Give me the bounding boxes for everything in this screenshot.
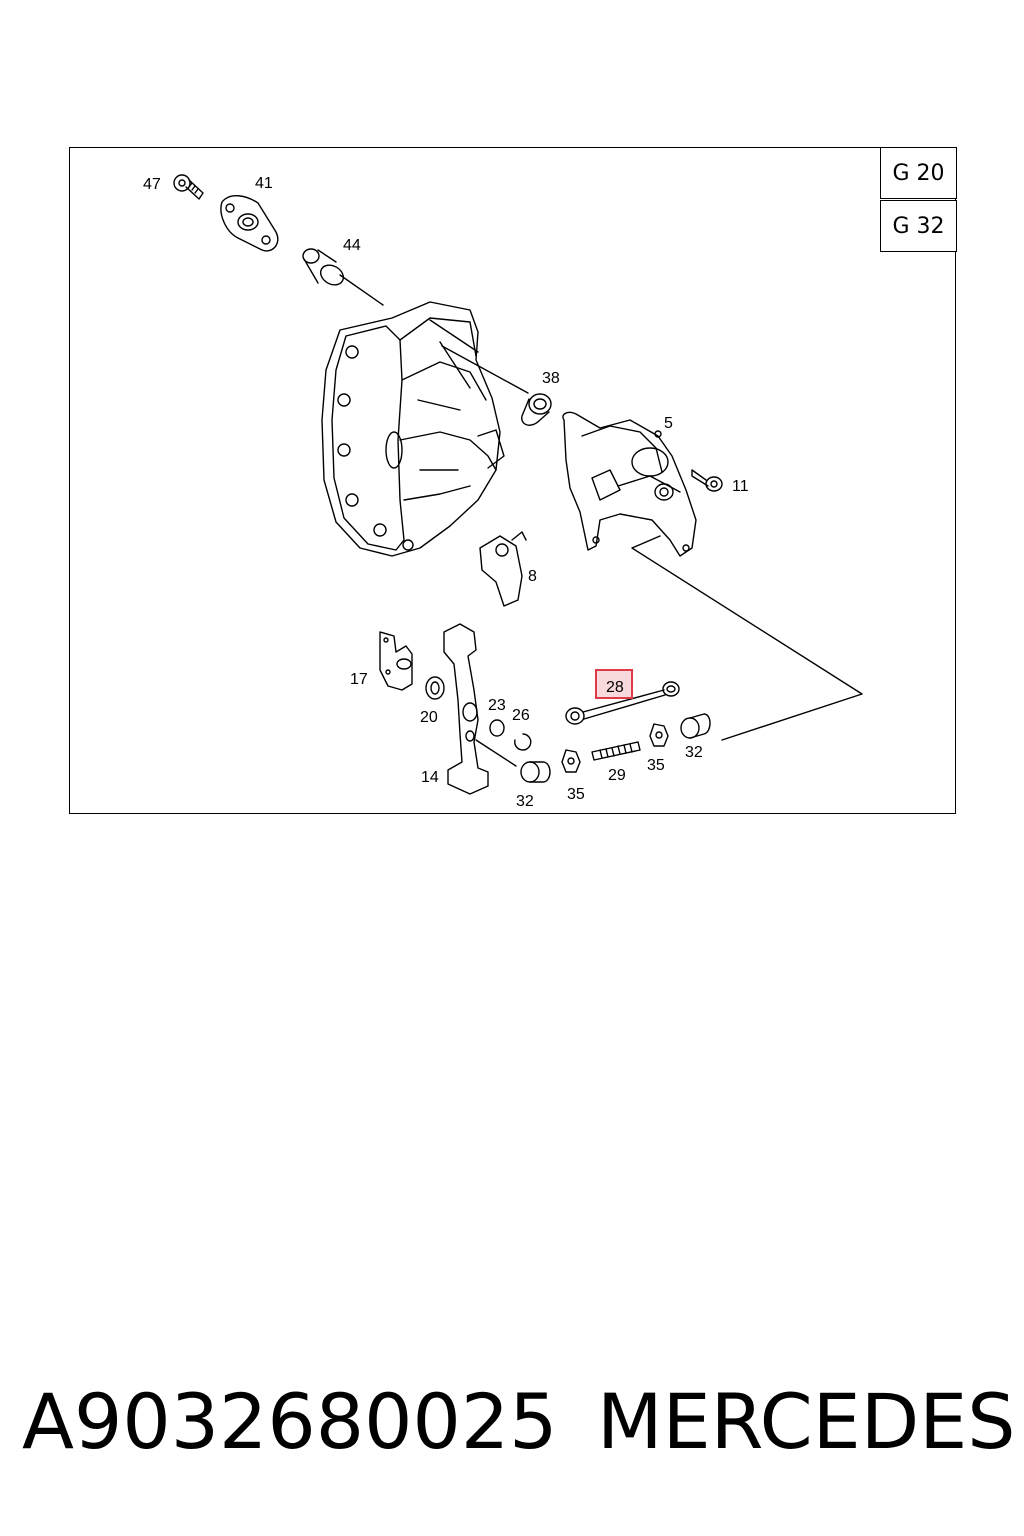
group-code-g20: G 20 bbox=[880, 147, 957, 199]
part-number: A9032680025 bbox=[22, 1377, 558, 1466]
part-26-clip-icon bbox=[514, 733, 532, 751]
part-20-washer-icon bbox=[425, 676, 445, 700]
part-41-flange-icon bbox=[220, 195, 279, 252]
diagram-frame bbox=[69, 147, 956, 814]
part-14-lever-icon bbox=[443, 623, 517, 795]
part-47-bolt-icon bbox=[173, 174, 204, 200]
callout-5[interactable]: 5 bbox=[664, 415, 673, 432]
part-38-bushing-icon bbox=[521, 393, 552, 426]
callout-41[interactable]: 41 bbox=[255, 175, 273, 192]
callout-32[interactable]: 32 bbox=[516, 793, 534, 810]
group-code-g32: G 32 bbox=[880, 200, 957, 252]
callout-47[interactable]: 47 bbox=[143, 176, 161, 193]
callout-35b[interactable]: 35 bbox=[647, 757, 665, 774]
part-17-bracket-icon bbox=[379, 631, 413, 691]
callout-20[interactable]: 20 bbox=[420, 709, 438, 726]
part-5-shift-housing-icon bbox=[562, 411, 863, 741]
highlight-box bbox=[595, 669, 633, 699]
callout-14[interactable]: 14 bbox=[421, 769, 439, 786]
part-11-bolt-icon bbox=[691, 469, 723, 492]
part-23-ring-icon bbox=[489, 719, 505, 737]
callout-38[interactable]: 38 bbox=[542, 370, 560, 387]
callout-11[interactable]: 11 bbox=[732, 478, 749, 495]
part-28-link-rod-icon bbox=[565, 681, 680, 725]
part-35b-nut-icon bbox=[649, 723, 669, 747]
part-8-sensor-icon bbox=[479, 531, 527, 607]
part-44-switch-icon bbox=[302, 248, 384, 306]
part-29-stud-icon bbox=[591, 741, 641, 761]
callout-32b[interactable]: 32 bbox=[685, 744, 703, 761]
callout-8[interactable]: 8 bbox=[528, 568, 537, 585]
callout-29[interactable]: 29 bbox=[608, 767, 626, 784]
footer-caption: A9032680025 MERCEDES bbox=[22, 1372, 1016, 1472]
callout-17[interactable]: 17 bbox=[350, 671, 368, 688]
part-32-ball-socket-icon bbox=[520, 761, 551, 783]
transmission-housing-icon bbox=[321, 301, 529, 557]
callout-35[interactable]: 35 bbox=[567, 786, 585, 803]
callout-28-highlighted[interactable]: 28 bbox=[606, 679, 624, 696]
callout-23[interactable]: 23 bbox=[488, 697, 506, 714]
brand-name: MERCEDES bbox=[597, 1377, 1016, 1466]
part-32b-ball-socket-icon bbox=[680, 713, 711, 739]
callout-44[interactable]: 44 bbox=[343, 237, 361, 254]
callout-26[interactable]: 26 bbox=[512, 707, 530, 724]
part-35-nut-icon bbox=[561, 749, 581, 773]
